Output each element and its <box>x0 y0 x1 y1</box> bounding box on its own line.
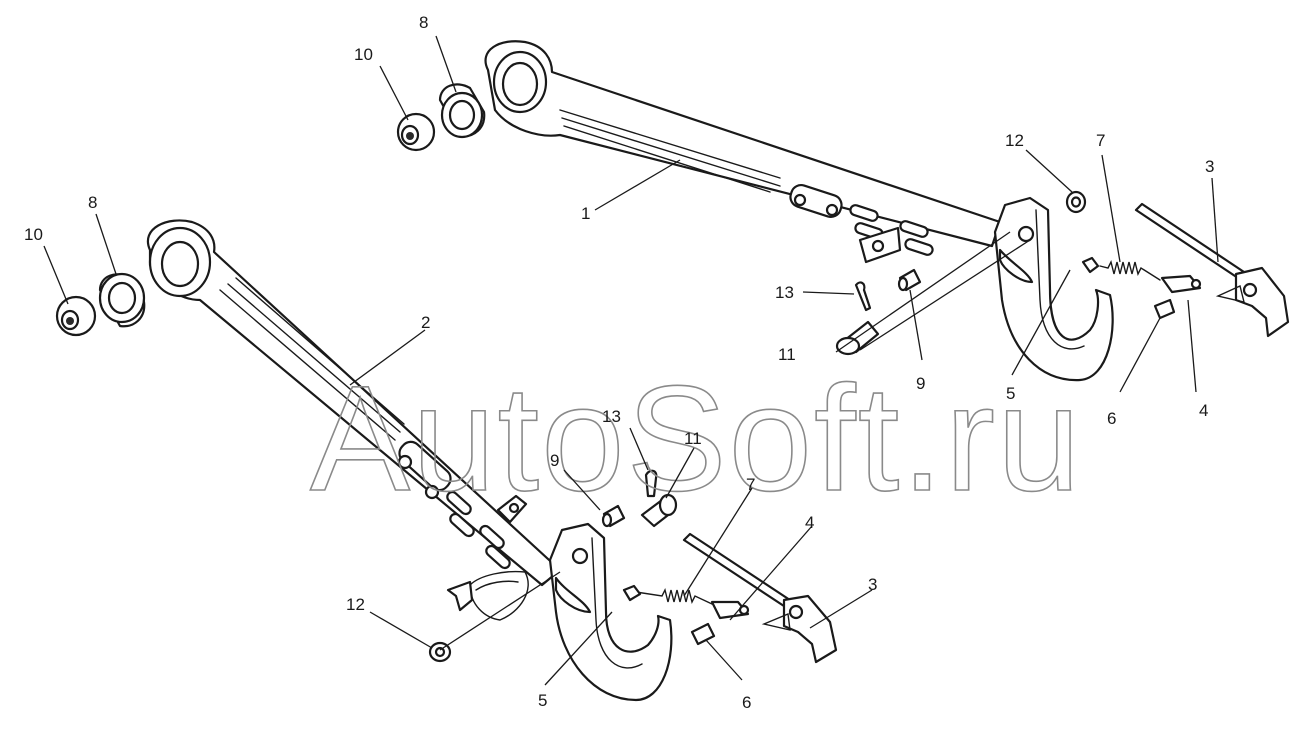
pin-9-upper <box>897 268 922 292</box>
watermark-text: AutoSoft.ru <box>310 354 1082 522</box>
callout-11-lower: 11 <box>684 429 702 448</box>
cotter-13-upper <box>854 281 872 312</box>
callout-7-lower: 7 <box>746 475 755 494</box>
callout-9-lower: 9 <box>550 451 559 470</box>
pin-9-lower <box>601 504 626 528</box>
callout-11-upper: 11 <box>778 345 796 364</box>
ball-10-upper <box>396 112 436 152</box>
callout-4-lower: 4 <box>805 513 814 532</box>
callout-5-lower: 5 <box>538 691 547 710</box>
callout-13-lower: 13 <box>602 407 621 426</box>
callout-1: 1 <box>581 204 590 223</box>
rod-3-upper <box>1134 202 1290 338</box>
callout-13-upper: 13 <box>775 283 794 302</box>
hook-5-upper <box>993 196 1114 382</box>
callout-4-upper: 4 <box>1199 401 1208 420</box>
bar-1 <box>484 40 1002 264</box>
callout-6-upper: 6 <box>1107 409 1116 428</box>
callout-12-lower: 12 <box>346 595 365 614</box>
upper-assembly <box>396 40 1290 382</box>
washer-12-upper <box>1065 190 1087 214</box>
spring-7-lower <box>622 584 750 620</box>
rod-3-lower <box>682 532 838 664</box>
bar-2 <box>146 219 562 587</box>
callout-8-lower: 8 <box>88 193 97 212</box>
pin-6-lower <box>690 622 716 646</box>
spring-7-upper <box>1081 256 1202 294</box>
hook-5-lower <box>548 522 673 702</box>
callout-3-lower: 3 <box>868 575 877 594</box>
bushing-8-lower <box>98 272 146 328</box>
callouts: 1 2 3 3 4 4 5 5 6 6 7 7 8 8 9 9 10 10 11… <box>24 13 1214 712</box>
callout-5-upper: 5 <box>1006 384 1015 403</box>
callout-7-upper: 7 <box>1096 131 1105 150</box>
callout-6-lower: 6 <box>742 693 751 712</box>
callout-10-upper: 10 <box>354 45 373 64</box>
ball-10-lower <box>55 295 97 337</box>
callout-3-upper: 3 <box>1205 157 1214 176</box>
chain <box>446 570 529 621</box>
lower-assembly <box>55 219 838 702</box>
callout-2: 2 <box>421 313 430 332</box>
callout-9-upper: 9 <box>916 374 925 393</box>
callout-8-upper: 8 <box>419 13 428 32</box>
pin-6-upper <box>1153 298 1176 320</box>
callout-12-upper: 12 <box>1005 131 1024 150</box>
cotter-13-lower <box>644 469 658 498</box>
leader-lines <box>43 35 1219 686</box>
bushing-8-upper <box>438 83 486 139</box>
callout-10-lower: 10 <box>24 225 43 244</box>
